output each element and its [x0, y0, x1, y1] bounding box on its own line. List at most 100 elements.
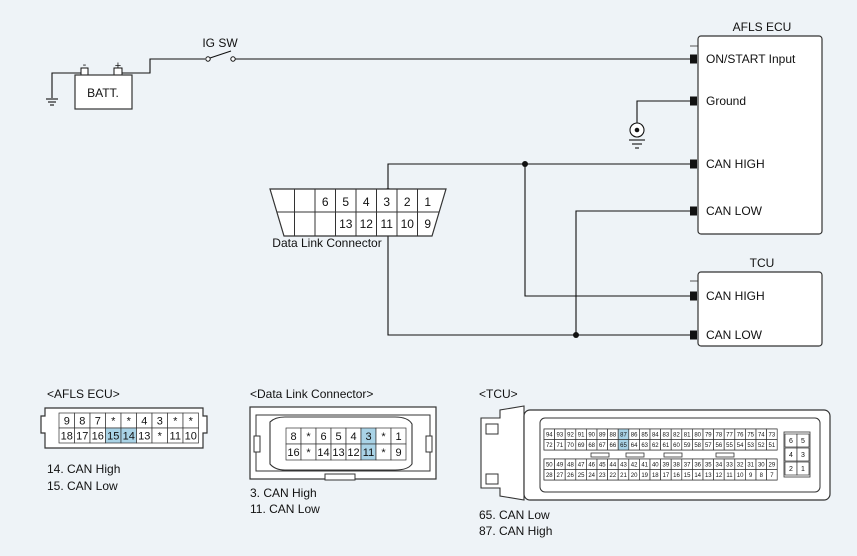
afls-pin-label: CAN HIGH — [706, 157, 765, 171]
tcu-conn-pin-number: 24 — [588, 473, 595, 479]
tcu-conn-pin-number: 48 — [567, 462, 574, 468]
tcu-conn-pin-number: 55 — [726, 443, 733, 449]
tcu-conn-pin-number: 10 — [737, 473, 744, 479]
tcu-conn-pin-number: 41 — [641, 462, 648, 468]
afls-pin-label: ON/START Input — [706, 52, 796, 66]
dlc-pin-number: 4 — [363, 195, 370, 209]
dlc-pin-number: 1 — [424, 195, 431, 209]
ig-switch — [205, 50, 236, 62]
afls-conn-pin-number: * — [189, 415, 194, 427]
dlc-pin-number: 3 — [383, 195, 390, 209]
afls-conn-cell — [182, 427, 199, 444]
afls-conn-pin-number: 8 — [79, 415, 85, 427]
tcu-side-pin-number: 1 — [801, 466, 805, 473]
tcu-conn-pin-number: 28 — [546, 473, 553, 479]
afls-conn-pin-number: 14 — [123, 430, 135, 442]
tcu-side-pin-number: 5 — [801, 438, 805, 445]
afls-pin-terminal — [690, 54, 697, 64]
tcu-conn-pin-number: 81 — [684, 432, 691, 438]
dlc-conn-pin-number: 8 — [290, 431, 296, 443]
tcu-conn-pin-number: 9 — [749, 473, 753, 479]
dlc-conn-pin-number: 13 — [332, 447, 344, 459]
afls-conn-pin-number: 18 — [61, 430, 73, 442]
tcu-conn-pin-number: 85 — [641, 432, 648, 438]
tcu-conn-pin-number: 15 — [684, 473, 691, 479]
dlc-conn-pin-number: 6 — [320, 431, 326, 443]
tcu-side-pin-number: 3 — [801, 452, 805, 459]
tcu-conn-pin-number: 54 — [737, 443, 744, 449]
afls-conn-pin-number: 4 — [141, 415, 147, 427]
tcu-conn-pin-number: 76 — [737, 432, 744, 438]
dlc-conn-pin-number: * — [306, 447, 311, 459]
dlc-conn-pin-number: 14 — [317, 447, 329, 459]
dlc-conn-pin-number: 5 — [335, 431, 341, 443]
tcu-conn-pin-number: 72 — [546, 443, 553, 449]
dlc-pin-number: 2 — [404, 195, 411, 209]
afls-conn-pin-number: 7 — [95, 415, 101, 427]
tcu-pin-terminal — [690, 291, 697, 301]
battery-label: BATT. — [87, 86, 119, 100]
tcu-conn-pin-number: 49 — [557, 462, 564, 468]
tcu-conn-pin-number: 82 — [673, 432, 680, 438]
tcu-conn-pin-number: 92 — [567, 432, 574, 438]
can-high-wire — [387, 163, 690, 190]
afls-conn-pin-number: 10 — [185, 430, 197, 442]
afls-conn-pin-number: 13 — [138, 430, 150, 442]
dlc-conn-pin-number: 3 — [365, 431, 371, 443]
tcu-conn-pin-number: 29 — [769, 462, 776, 468]
tcu-conn-pin-number: 32 — [737, 462, 744, 468]
tcu-conn-pin-number: 69 — [578, 443, 585, 449]
dlc-conn-pin-number: 9 — [395, 447, 401, 459]
tcu-conn-pin-number: 36 — [694, 462, 701, 468]
tcu-conn-pin-number: 84 — [652, 432, 659, 438]
dlc-connector-title: <Data Link Connector> — [250, 387, 373, 401]
afls-note-1: 14. CAN High — [47, 462, 120, 476]
can-low-wire — [387, 229, 690, 336]
tcu-conn-pin-number: 53 — [747, 443, 754, 449]
tcu-conn-pin-number: 19 — [641, 473, 648, 479]
tcu-pin-terminal — [690, 330, 697, 340]
dlc-pin-number: 10 — [401, 217, 415, 231]
tcu-conn-pin-number: 23 — [599, 473, 606, 479]
afls-conn-pin-number: 15 — [107, 430, 119, 442]
tcu-conn-pin-number: 78 — [716, 432, 723, 438]
tcu-conn-pin-number: 25 — [578, 473, 585, 479]
tcu-conn-pin-number: 12 — [716, 473, 723, 479]
tcu-conn-pin-number: 11 — [726, 473, 733, 479]
dlc-conn-pin-number: 16 — [287, 447, 299, 459]
afls-conn-pin-number: 3 — [157, 415, 163, 427]
battery-ground-wire — [51, 72, 82, 98]
tcu-conn-pin-number: 90 — [588, 432, 595, 438]
tcu-conn-pin-number: 80 — [694, 432, 701, 438]
dlc-conn-pin-number: * — [381, 431, 386, 443]
afls-note-2: 15. CAN Low — [47, 479, 118, 493]
afls-conn-pin-number: 16 — [92, 430, 104, 442]
tcu-conn-pin-number: 73 — [769, 432, 776, 438]
tcu-conn-pin-number: 89 — [599, 432, 606, 438]
tcu-conn-pin-number: 79 — [705, 432, 712, 438]
tcu-connector-title: <TCU> — [479, 387, 518, 401]
tcu-conn-pin-number: 61 — [663, 443, 670, 449]
dlc-conn-cell — [390, 443, 407, 461]
tcu-conn-pin-number: 20 — [631, 473, 638, 479]
tcu-conn-pin-number: 67 — [599, 443, 606, 449]
tcu-conn-pin-number: 38 — [673, 462, 680, 468]
tcu-conn-pin-number: 60 — [673, 443, 680, 449]
tcu-side-cell — [796, 433, 810, 448]
ground-symbol-icon — [629, 122, 645, 149]
afls-conn-pin-number: * — [111, 415, 116, 427]
tcu-conn-pin-number: 18 — [652, 473, 659, 479]
tcu-conn-pin-number: 47 — [578, 462, 585, 468]
battery: - + BATT. — [74, 59, 133, 110]
afls-pin-label: CAN LOW — [706, 204, 763, 218]
tcu-side-cell — [796, 461, 810, 476]
tcu-conn-pin-number: 71 — [557, 443, 564, 449]
tcu-conn-pin-number: 59 — [684, 443, 691, 449]
tcu-conn-pin-number: 45 — [599, 462, 606, 468]
ecu-ground-wire — [636, 100, 690, 124]
tcu-conn-pin-number: 34 — [716, 462, 723, 468]
tcu-conn-pin-number: 17 — [663, 473, 670, 479]
tcu-conn-pin-number: 43 — [620, 462, 627, 468]
